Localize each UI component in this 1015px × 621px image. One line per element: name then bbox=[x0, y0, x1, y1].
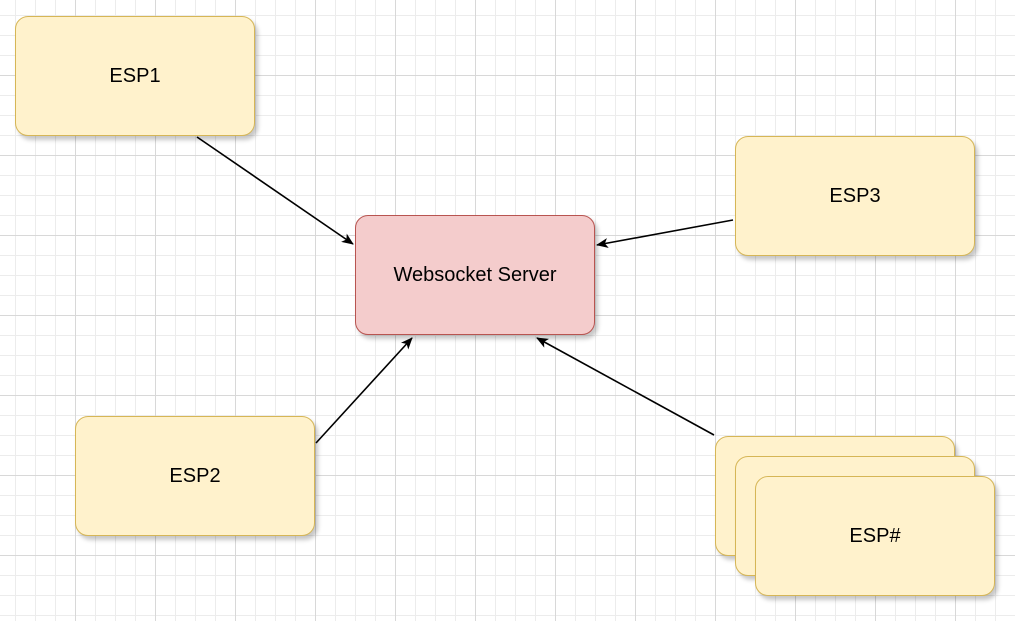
edge-esp1-to-server[interactable] bbox=[196, 136, 354, 245]
esp3-label: ESP3 bbox=[829, 184, 881, 207]
edge-esp2-to-server[interactable] bbox=[315, 337, 413, 444]
edge-espmulti-to-server[interactable] bbox=[536, 337, 715, 436]
esp-multi-label: ESP# bbox=[849, 524, 901, 547]
websocket-server-label: Websocket Server bbox=[393, 263, 557, 286]
websocket-server-node[interactable]: Websocket Server bbox=[355, 215, 595, 335]
esp2-label: ESP2 bbox=[169, 464, 221, 487]
esp1-label: ESP1 bbox=[109, 64, 161, 87]
esp-multi-front-card[interactable]: ESP# bbox=[755, 476, 995, 596]
esp1-node[interactable]: ESP1 bbox=[15, 16, 255, 136]
esp3-node[interactable]: ESP3 bbox=[735, 136, 975, 256]
esp2-node[interactable]: ESP2 bbox=[75, 416, 315, 536]
edge-esp3-to-server[interactable] bbox=[596, 219, 734, 248]
